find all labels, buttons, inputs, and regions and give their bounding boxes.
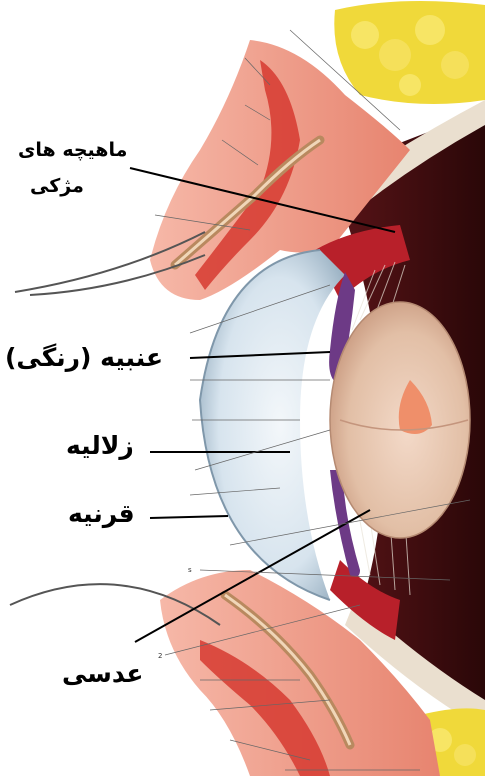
fat-tissue-top [334, 1, 485, 104]
label-lens: عدسی [62, 660, 143, 688]
cornea [200, 250, 345, 600]
tick-s: s [188, 566, 192, 574]
label-ciliary-muscles-line1: ماهیچه های [18, 140, 127, 161]
label-cornea: قرنیه [68, 500, 135, 528]
label-aqueous-humor: زلالیه [66, 432, 134, 460]
tick-2: 2 [158, 652, 162, 660]
label-ciliary-muscles-line2: مژکی [30, 176, 84, 197]
label-iris: عنبیه (رنگی) [5, 344, 163, 372]
